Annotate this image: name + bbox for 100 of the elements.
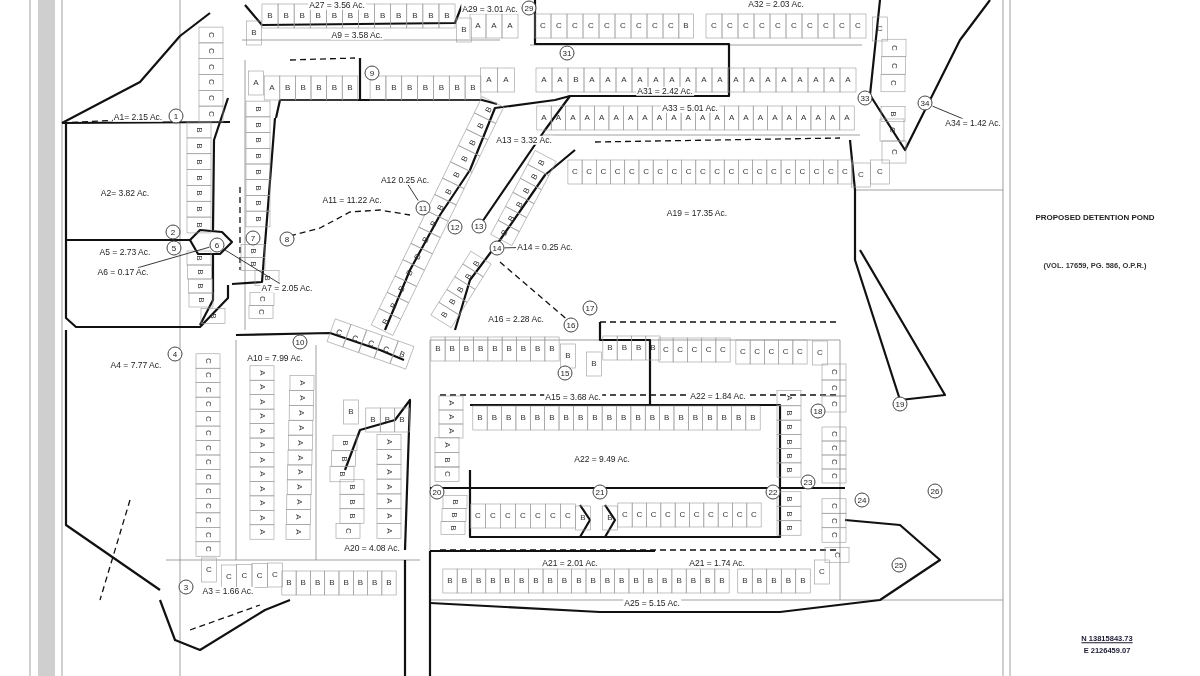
lot-type-label: C xyxy=(720,346,726,354)
drainage-area-label: A31 = 2.42 Ac. xyxy=(636,86,694,96)
lot-type-label: B xyxy=(331,12,338,20)
lot-type-label: B xyxy=(195,174,203,181)
lot-type-label: B xyxy=(451,499,459,505)
lot-type-label: C xyxy=(877,168,883,176)
lot-type-label: A xyxy=(269,84,275,92)
lot-type-label: A xyxy=(621,76,627,84)
lot-type-label: C xyxy=(550,512,556,520)
lot-type-label: B xyxy=(284,84,291,92)
drainage-area-label: A33 = 5.01 Ac. xyxy=(661,103,719,113)
drainage-area-label: A25 = 5.15 Ac. xyxy=(623,598,681,608)
lot-type-label: B xyxy=(500,228,510,238)
lot-type-label: A xyxy=(749,76,755,84)
lot-type-label: C xyxy=(572,168,578,176)
drainage-area-label: A16 = 2.28 Ac. xyxy=(487,314,545,324)
lot-type-label: C xyxy=(204,488,212,495)
lot-type-label: B xyxy=(195,269,204,275)
lot-type-label: A xyxy=(385,469,393,475)
lot-type-label: A xyxy=(637,76,643,84)
lot-type-label: B xyxy=(889,111,897,117)
lot-type-label: B xyxy=(450,512,458,518)
lot-type-label: B xyxy=(464,272,474,282)
point-number-marker: 1 xyxy=(168,108,184,124)
lot-type-label: C xyxy=(691,346,698,354)
lot-type-label: B xyxy=(647,577,654,585)
lot-type-label: B xyxy=(440,310,450,320)
lot-type-label: B xyxy=(452,171,463,180)
lot-type-label: C xyxy=(344,528,352,534)
lot-type-label: C xyxy=(204,517,212,523)
lot-type-label: B xyxy=(735,414,742,422)
lot-type-label: A xyxy=(296,439,305,446)
lot-type-label: B xyxy=(621,344,627,352)
lot-type-label: A xyxy=(781,76,787,84)
lot-type-label: B xyxy=(283,12,289,20)
lot-type-label: C xyxy=(728,168,735,176)
lot-type-label: C xyxy=(711,22,717,30)
lot-type-label: A xyxy=(669,76,675,84)
lot-type-label: B xyxy=(478,345,484,353)
lot-type-label: C xyxy=(334,328,344,338)
lot-type-label: B xyxy=(537,158,547,168)
lot-type-label: B xyxy=(299,12,305,20)
lot-type-label: C xyxy=(665,511,671,519)
lot-type-label: A xyxy=(570,114,576,122)
drainage-area-label: A21 = 1.74 Ac. xyxy=(688,558,746,568)
drainage-area-label: A3 = 1.66 Ac. xyxy=(201,586,255,596)
lot-type-label: B xyxy=(341,440,349,446)
lot-type-label: A xyxy=(584,114,590,122)
drainage-area-label: A14 = 0.25 Ac. xyxy=(516,242,574,252)
lot-type-label: A xyxy=(844,114,850,122)
drainage-area-label: A10 = 7.99 Ac. xyxy=(246,353,304,363)
lot-type-label: B xyxy=(386,579,392,587)
lot-type-label: A xyxy=(541,76,547,84)
drainage-area-label: A19 = 17.35 Ac. xyxy=(665,208,729,218)
point-number-marker: 10 xyxy=(292,334,308,350)
lot-type-label: A xyxy=(605,76,611,84)
lot-type-label: C xyxy=(890,149,898,155)
lot-type-label: C xyxy=(556,22,562,30)
lot-type-label: C xyxy=(751,511,757,519)
lot-type-label: A xyxy=(491,22,497,30)
lot-type-label: A xyxy=(258,399,266,405)
lot-type-label: C xyxy=(830,532,838,538)
lot-type-label: A xyxy=(385,483,393,490)
lot-type-label: A xyxy=(258,442,266,448)
lot-type-label: B xyxy=(454,84,460,92)
point-number-marker: 11 xyxy=(415,200,431,216)
lot-type-label: B xyxy=(785,496,793,502)
lot-type-label: C xyxy=(204,401,212,408)
lot-type-label: C xyxy=(535,512,541,520)
lot-type-label: B xyxy=(397,285,407,294)
lot-type-label: C xyxy=(839,22,845,30)
lot-type-label: C xyxy=(204,473,212,480)
lot-type-label: A xyxy=(555,114,562,122)
lot-type-label: B xyxy=(315,12,321,20)
lot-type-label: B xyxy=(785,525,793,531)
lot-type-label: A xyxy=(295,484,304,490)
point-number-marker: 33 xyxy=(857,90,873,106)
lot-type-label: B xyxy=(428,220,439,229)
lot-type-label: B xyxy=(348,498,356,505)
lot-type-label: B xyxy=(785,424,793,430)
lot-type-label: B xyxy=(604,577,611,585)
lot-type-label: A xyxy=(743,114,749,122)
lot-type-label: B xyxy=(338,471,346,477)
lot-type-label: A xyxy=(385,513,393,519)
lot-type-label: C xyxy=(636,511,643,519)
lot-type-label: B xyxy=(785,467,793,473)
lot-type-label: B xyxy=(435,345,441,353)
lot-type-label: C xyxy=(830,431,838,437)
lot-type-label: A xyxy=(671,114,677,122)
lot-type-label: B xyxy=(348,408,354,416)
lot-type-label: C xyxy=(889,80,897,86)
lot-type-label: B xyxy=(463,345,470,353)
lot-type-label: C xyxy=(657,168,664,176)
lot-type-label: C xyxy=(785,168,792,176)
lot-type-label: A xyxy=(642,114,648,122)
lot-type-label: C xyxy=(614,168,621,176)
lot-type-label: A xyxy=(258,529,266,535)
lot-type-label: C xyxy=(520,512,526,520)
lot-type-label: C xyxy=(797,348,803,356)
lot-type-label: B xyxy=(719,577,725,585)
